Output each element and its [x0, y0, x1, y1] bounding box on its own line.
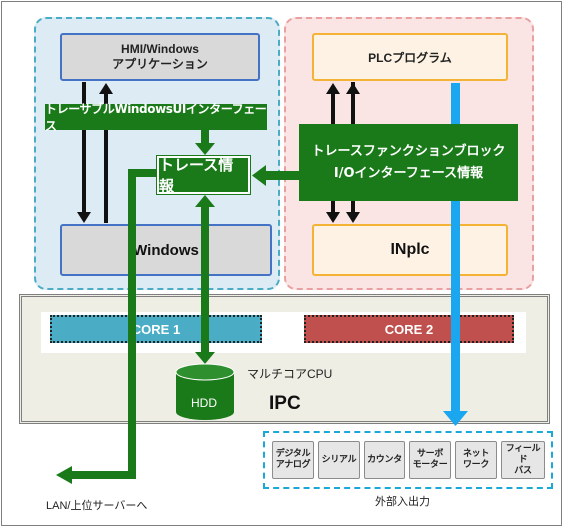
- io-item-line1: シリアル: [321, 454, 357, 465]
- trace-function-block: トレースファンクションブロック I/Oインターフェース情報: [299, 124, 518, 201]
- plc-program-box: PLCプログラム: [312, 33, 508, 81]
- core2-box: CORE 2: [304, 315, 514, 343]
- io-item-line2: ワーク: [462, 460, 490, 470]
- windows-box: Windows: [60, 224, 272, 276]
- arrow-head-up: [99, 83, 113, 94]
- trace-info-box: トレース情報: [156, 155, 251, 195]
- io-item: ネットワーク: [455, 441, 497, 479]
- core1-box: CORE 1: [50, 315, 262, 343]
- plc-to-io-arrow: [443, 83, 468, 426]
- hdd-label: HDD: [191, 396, 217, 410]
- io-item: サーボモーター: [409, 441, 451, 479]
- hmi-line1: HMI/Windows: [121, 42, 199, 56]
- info-hdd-arrow: [195, 195, 215, 364]
- io-item-line1: フィールド: [505, 443, 541, 465]
- lan-arrow: [56, 169, 160, 484]
- block-line2: I/Oインターフェース情報: [333, 165, 484, 181]
- ipc-label: IPC: [269, 393, 301, 414]
- io-item: カウンタ: [364, 441, 405, 479]
- arrow-head-down: [77, 212, 91, 223]
- io-item: デジタルアナログ: [272, 441, 314, 479]
- hmi-windows-app-box: HMI/Windows アプリケーション: [60, 33, 260, 81]
- inplc-box: INplc: [312, 224, 508, 276]
- hmi-line2: アプリケーション: [112, 57, 208, 71]
- ui-to-info-arrow: [195, 130, 215, 155]
- io-item-line2: バス: [514, 465, 532, 476]
- io-item-line1: サーボ: [416, 449, 444, 459]
- traceable-windows-ui-interface: トレーサブルWindowsUIインターフェース: [45, 102, 267, 133]
- io-item: フィールドバス: [501, 441, 545, 479]
- external-io-label: 外部入出力: [375, 495, 430, 508]
- io-item-line1: デジタル: [275, 449, 311, 459]
- io-item: シリアル: [318, 441, 360, 479]
- lan-label: LAN/上位サーバーへ: [46, 500, 148, 512]
- block-to-info-arrow: [252, 165, 300, 186]
- block-line1: トレースファンクションブロック: [311, 143, 506, 159]
- io-item-line1: ネット: [462, 449, 490, 459]
- hdd-cylinder: [175, 363, 235, 420]
- io-item-line2: モーター: [412, 460, 448, 470]
- multicore-cpu-label: マルチコアCPU: [247, 367, 333, 381]
- io-item-line1: カウンタ: [367, 454, 402, 465]
- io-item-line2: アナログ: [275, 460, 311, 470]
